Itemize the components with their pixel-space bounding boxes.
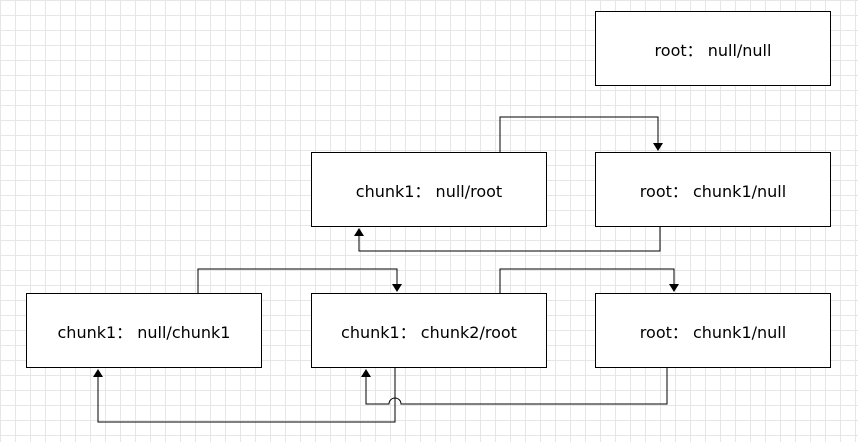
edge-n3-to-n2 <box>354 227 661 252</box>
node-chunk1-chunk2-root[interactable]: chunk1： chunk2/root <box>311 293 547 368</box>
edge-n4-to-n5 <box>197 268 402 293</box>
node-label: chunk1： null/root <box>355 181 503 201</box>
edge-n5-to-n4 <box>93 368 396 423</box>
node-root-null-null[interactable]: root： null/null <box>595 11 831 86</box>
edge-n5-to-n6 <box>499 268 679 293</box>
node-label: root： chunk1/null <box>639 322 787 342</box>
edge-n2-to-n3 <box>499 116 663 152</box>
node-label: root： chunk1/null <box>639 181 787 201</box>
node-root-chunk1-null-2[interactable]: root： chunk1/null <box>595 293 831 368</box>
node-chunk1-null-root[interactable]: chunk1： null/root <box>311 152 547 227</box>
node-root-chunk1-null[interactable]: root： chunk1/null <box>595 152 831 227</box>
node-chunk1-null-chunk1[interactable]: chunk1： null/chunk1 <box>26 293 262 368</box>
node-label: root： null/null <box>654 40 772 60</box>
edge-n6-to-n5 <box>361 368 668 405</box>
node-label: chunk1： chunk2/root <box>341 322 517 342</box>
node-label: chunk1： null/chunk1 <box>57 322 231 342</box>
